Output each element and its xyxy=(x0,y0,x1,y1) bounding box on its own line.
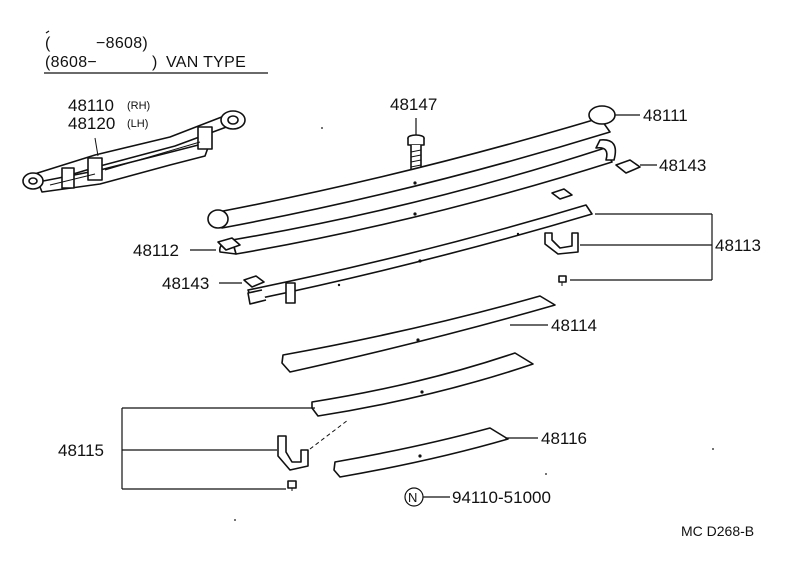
insert-top-part xyxy=(615,159,641,174)
leaf-no4-part xyxy=(281,295,556,373)
leaf-no2-number: 48112 xyxy=(133,241,179,260)
nut-part-number: 94110-51000 xyxy=(452,488,551,507)
clip-right-bracket xyxy=(570,213,713,281)
header-tick xyxy=(45,30,50,34)
leaf-no1-part xyxy=(207,105,616,229)
nut-symbol-letter: N xyxy=(408,490,417,505)
clip-left-number: 48115 xyxy=(58,441,104,460)
clip-left-bracket xyxy=(121,407,315,490)
model-range-header: ( −8608) (8608− ) VAN TYPE xyxy=(44,30,268,74)
leaf-no1-number: 48111 xyxy=(643,106,688,125)
clip-left-part xyxy=(277,435,309,491)
leaf-no5-part xyxy=(311,352,534,417)
header-line1-open: ( xyxy=(45,35,51,52)
diagram-reference-code: MC D268-B xyxy=(681,523,754,539)
clip-right-number: 48113 xyxy=(715,236,761,255)
center-bolt-part xyxy=(407,134,425,173)
leaf-no4-number: 48114 xyxy=(551,316,597,335)
insert-top-number: 48143 xyxy=(659,156,706,175)
spring-assy-rh-tag: (RH) xyxy=(127,100,150,112)
spring-assy-lh-tag: (LH) xyxy=(127,118,148,130)
leaf-no2-pad xyxy=(217,237,241,251)
leaf-no6-part xyxy=(333,427,509,478)
header-vehicle-type: VAN TYPE xyxy=(166,54,246,71)
spring-assy-rh-number: 48110 xyxy=(68,96,114,115)
insert-left-number: 48143 xyxy=(162,274,209,293)
nut-callout: N 94110-51000 xyxy=(404,487,551,507)
leaf-no3-part xyxy=(247,204,593,305)
header-line2-range: (8608− xyxy=(45,54,97,71)
clip-right-part xyxy=(544,232,579,286)
insert-left-part xyxy=(243,275,265,288)
scan-specks xyxy=(234,127,714,521)
header-line2-close: ) xyxy=(152,54,158,71)
spring-assembly-thumbnail xyxy=(22,110,246,193)
center-bolt-number: 48147 xyxy=(390,95,437,114)
spring-assy-lh-number: 48120 xyxy=(68,114,115,133)
leaf-pad-right xyxy=(551,188,573,200)
clip-left-dashed-guide xyxy=(309,419,349,450)
header-line1-range: −8608) xyxy=(96,35,148,52)
leaf-no6-number: 48116 xyxy=(541,429,587,448)
